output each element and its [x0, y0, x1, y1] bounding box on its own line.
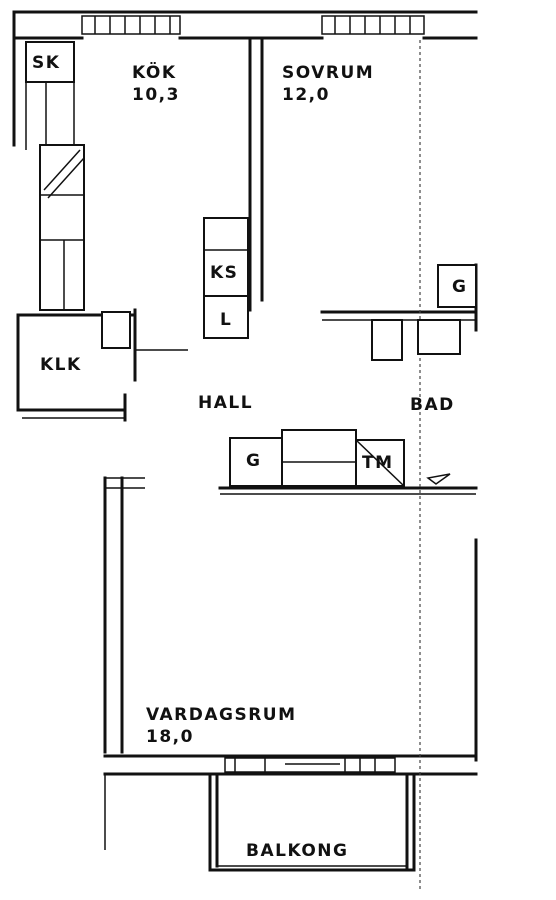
living-room-name: VARDAGSRUM: [146, 705, 297, 725]
fixture-label-g-bath: G: [452, 277, 467, 297]
kitchen-counter: [39, 144, 85, 311]
labels: SK KÖK 10,3 SOVRUM 12,0 KS L G KLK HALL …: [32, 53, 467, 861]
windows: [81, 15, 425, 773]
kitchen-area: 10,3: [132, 85, 180, 105]
kitchen-unit: [101, 311, 131, 349]
fixture-label-sk: SK: [32, 53, 60, 73]
kitchen-fixtures: [25, 41, 131, 349]
hall-fixtures: [203, 217, 405, 487]
fixture-label-tm: TM: [362, 453, 394, 473]
fixture-label-g-hall: G: [246, 451, 261, 471]
l-box: [203, 295, 249, 339]
drain-icon: [426, 473, 451, 485]
sink: [417, 319, 461, 355]
bath-unit: [371, 319, 403, 361]
bedroom-area: 12,0: [282, 85, 330, 105]
hall-cabinet: [281, 429, 357, 487]
kitchen-name: KÖK: [132, 61, 177, 83]
bath-fixtures: [371, 264, 477, 485]
closet-name: KLK: [40, 355, 82, 375]
bedroom-name: SOVRUM: [282, 63, 374, 83]
fixture-label-l: L: [220, 310, 232, 330]
g-hall-box: [229, 437, 283, 487]
ks-box: [203, 217, 249, 297]
balcony-name: BALKONG: [246, 841, 349, 861]
bathroom-name: BAD: [410, 395, 455, 415]
walls: [12, 10, 478, 872]
living-room-area: 18,0: [146, 727, 194, 747]
fixture-label-ks: KS: [210, 263, 238, 283]
hall-name: HALL: [198, 393, 253, 413]
sk-box: [25, 41, 75, 83]
g-bath-box: [437, 264, 477, 308]
